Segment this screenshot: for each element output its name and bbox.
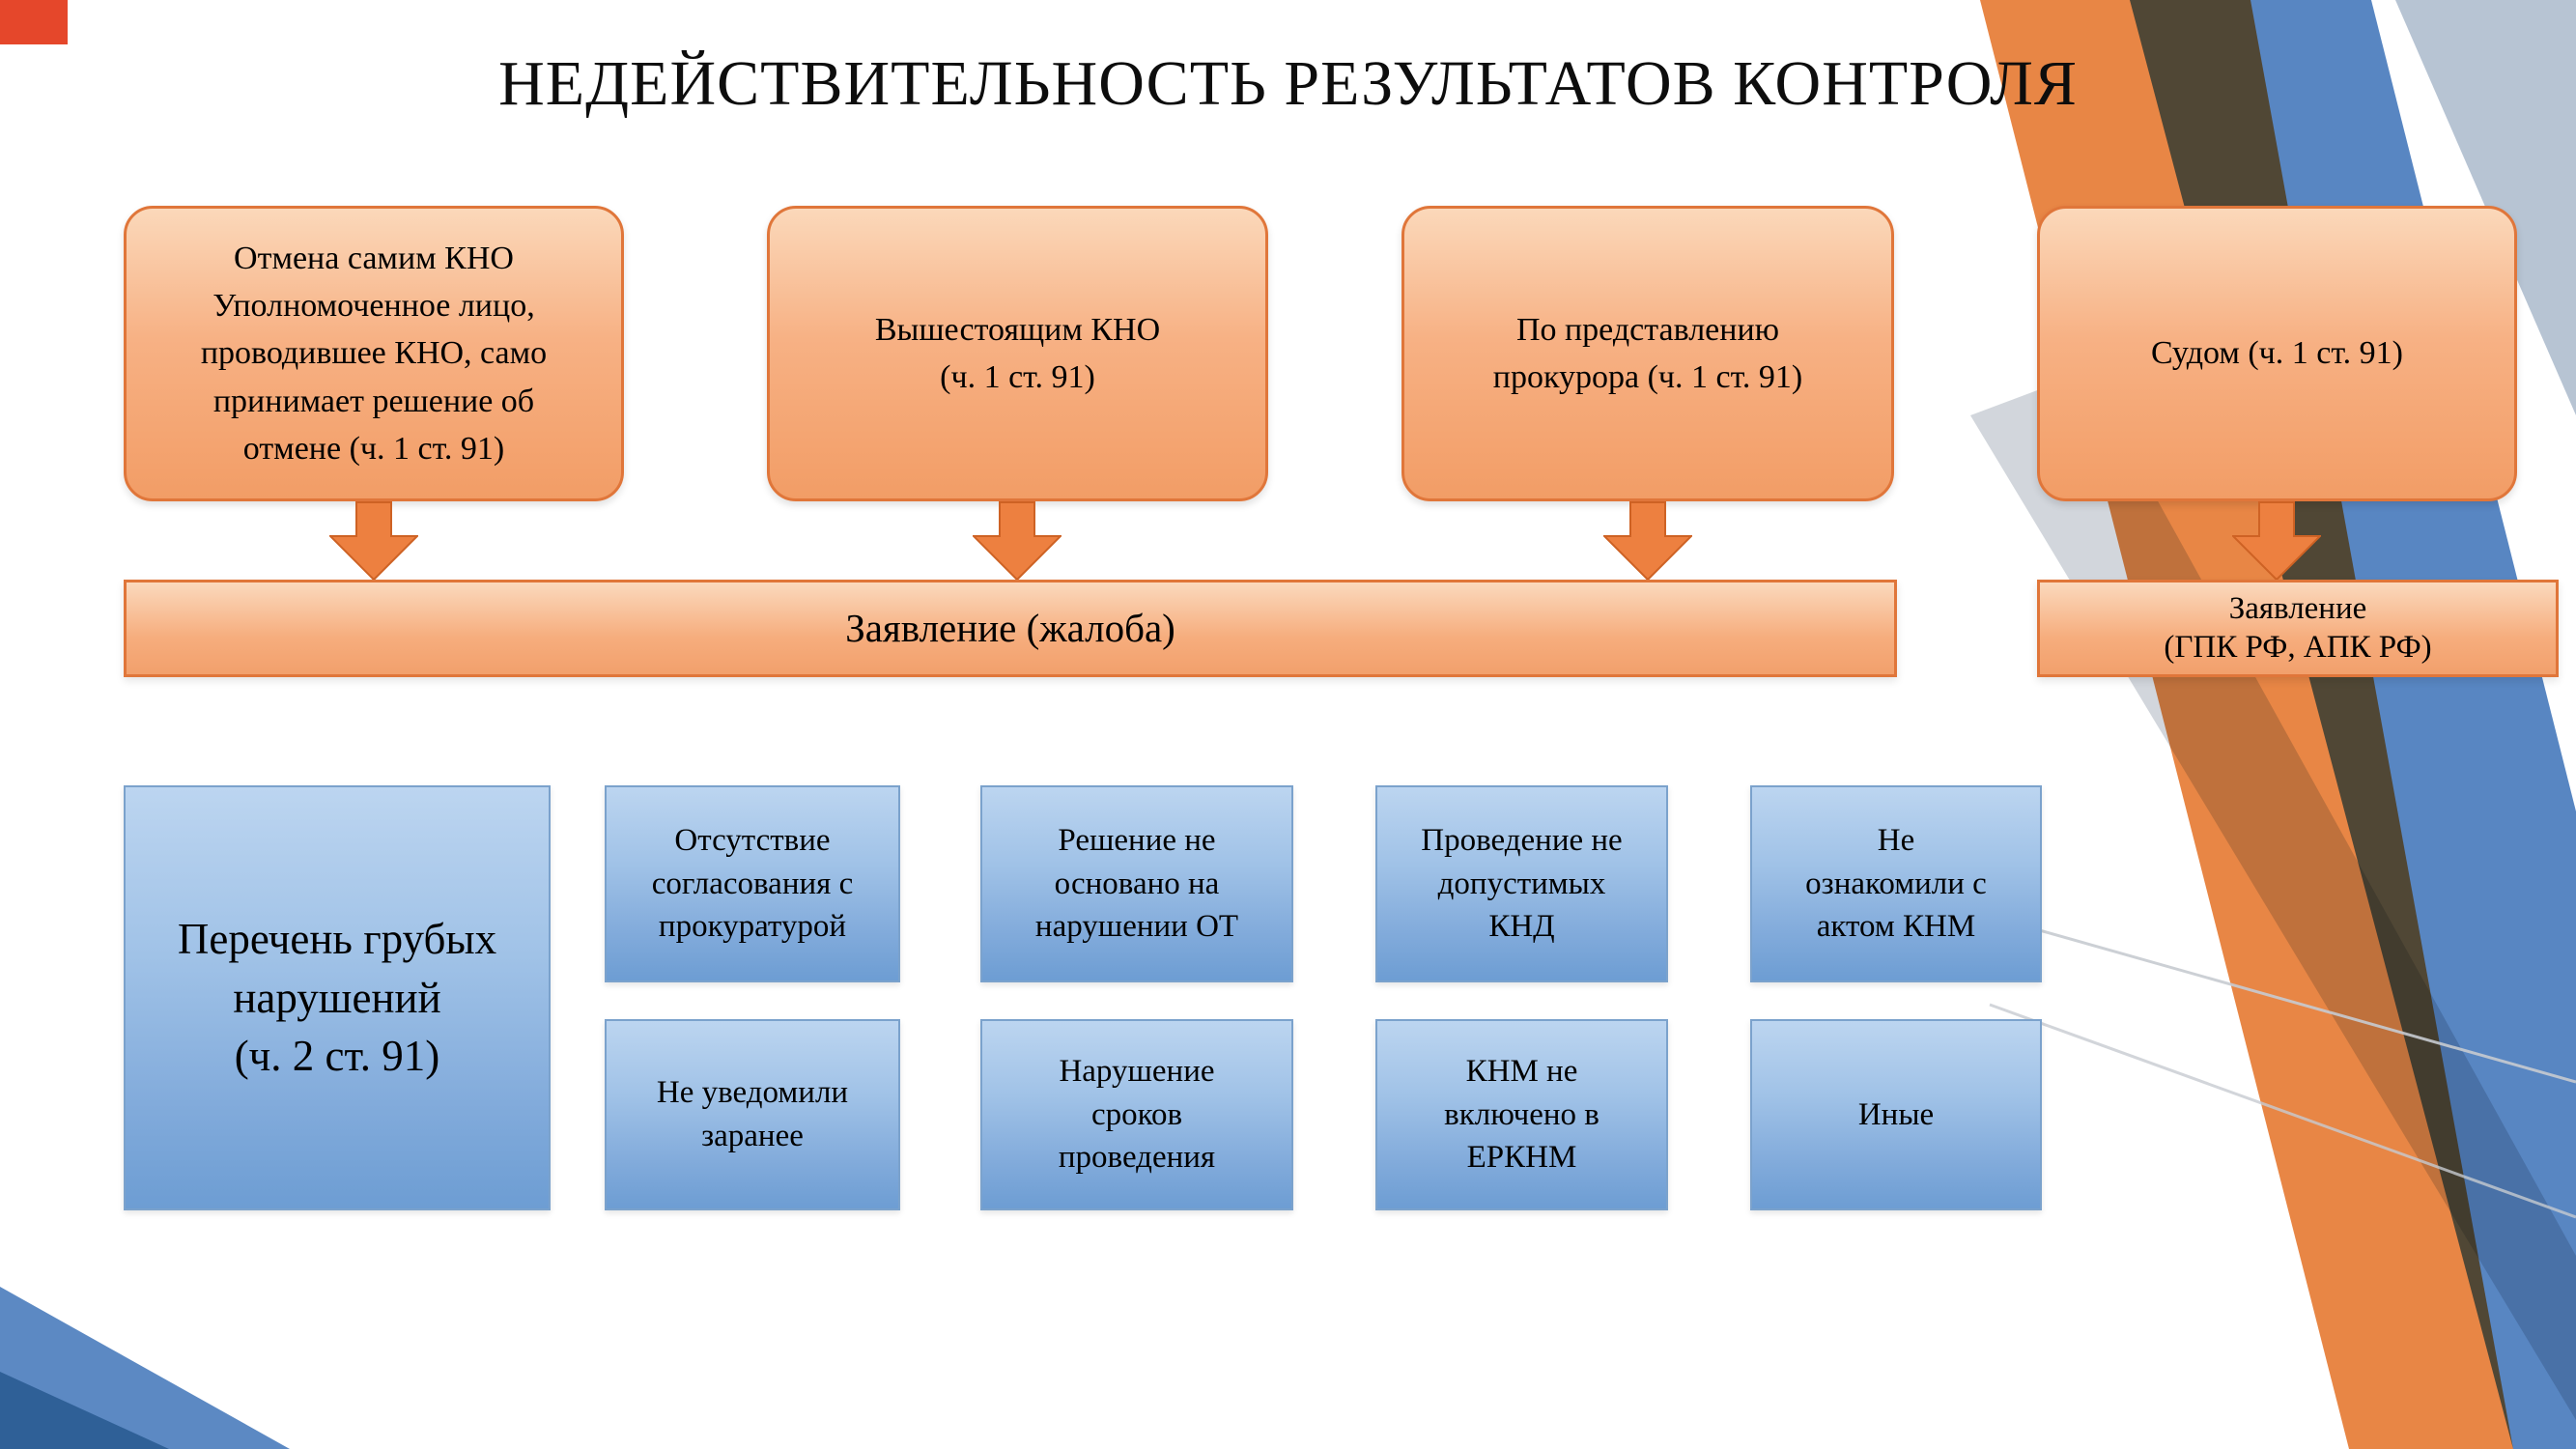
down-arrow-icon [1603,501,1692,581]
slide-title: НЕДЕЙСТВИТЕЛЬНОСТЬ РЕЗУЛЬТАТОВ КОНТРОЛЯ [498,48,2078,119]
route-box-label: Вышестоящим КНО (ч. 1 ст. 91) [874,311,1161,395]
violation-item-no-act-acquaintance: Не ознакомили с актом КНМ [1750,785,2042,982]
application-bar: Заявление (жалоба) [124,580,1897,677]
route-box-label: По представлению прокурора (ч. 1 ст. 91) [1492,311,1803,395]
violations-header-box: Перечень грубых нарушений (ч. 2 ст. 91) [124,785,551,1210]
violation-item-label: Не ознакомили с актом КНМ [1805,823,1987,945]
decorative-dark-blue-triangle [0,1372,169,1449]
violation-item-label: Отсутствие согласования с прокуратурой [651,823,854,945]
decorative-line [1960,906,2576,1084]
violation-item-label: Не уведомили заранее [656,1075,849,1153]
down-arrow-icon [2232,501,2321,581]
violation-item-label: КНМ не включено в ЕРКНМ [1444,1054,1599,1176]
route-box-label: Отмена самим КНО Уполномоченное лицо, пр… [200,240,548,467]
down-arrow-icon [973,501,1062,581]
violation-item-terms-violation: Нарушение сроков проведения [980,1019,1293,1210]
violation-item-no-advance-notice: Не уведомили заранее [605,1019,900,1210]
route-box-superior-kno: Вышестоящим КНО (ч. 1 ст. 91) [767,206,1268,501]
violation-item-decision-not-based: Решение не основано на нарушении ОТ [980,785,1293,982]
court-application-bar: Заявление (ГПК РФ, АПК РФ) [2037,580,2559,677]
violation-item-label: Иные [1857,1096,1935,1132]
violation-item-label: Проведение не допустимых КНД [1421,823,1623,945]
violation-item-label: Решение не основано на нарушении ОТ [1034,823,1239,945]
route-box-prosecutor: По представлению прокурора (ч. 1 ст. 91) [1401,206,1894,501]
down-arrow-icon [329,501,418,581]
violation-item-other: Иные [1750,1019,2042,1210]
court-application-bar-label: Заявление (ГПК РФ, АПК РФ) [2164,590,2432,665]
route-box-court: Судом (ч. 1 ст. 91) [2037,206,2517,501]
decorative-line [1989,1003,2576,1219]
application-bar-label: Заявление (жалоба) [845,605,1175,650]
route-box-label: Судом (ч. 1 ст. 91) [2151,335,2403,372]
violation-item-inadmissible-knd: Проведение не допустимых КНД [1375,785,1668,982]
violations-header-label: Перечень грубых нарушений (ч. 2 ст. 91) [177,914,497,1081]
decorative-corner-square [0,0,68,44]
violation-item-no-prosecutor-approval: Отсутствие согласования с прокуратурой [605,785,900,982]
route-box-self-cancellation: Отмена самим КНО Уполномоченное лицо, пр… [124,206,624,501]
violation-item-not-in-erknm: КНМ не включено в ЕРКНМ [1375,1019,1668,1210]
violation-item-label: Нарушение сроков проведения [1058,1054,1216,1176]
